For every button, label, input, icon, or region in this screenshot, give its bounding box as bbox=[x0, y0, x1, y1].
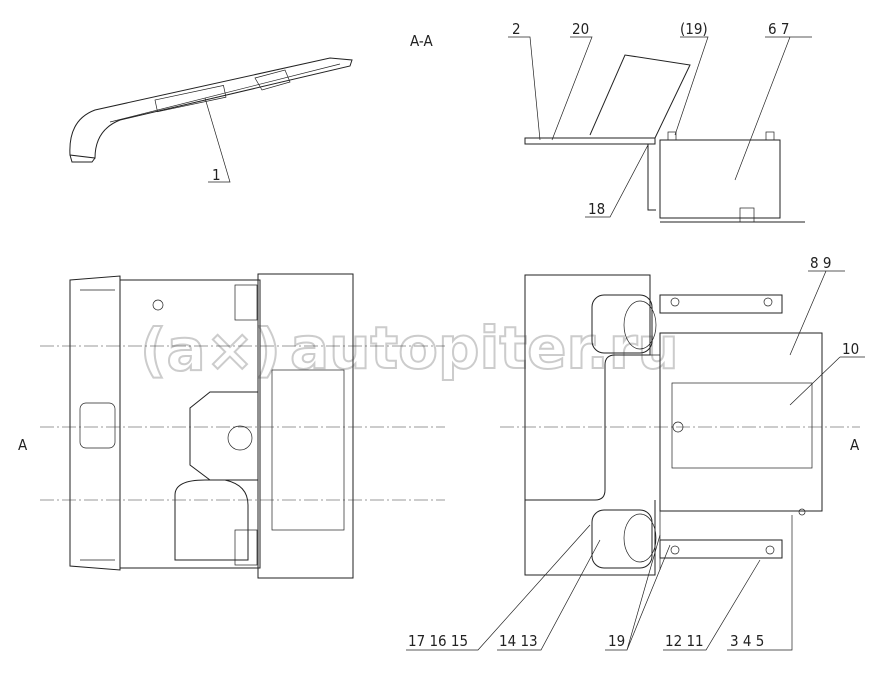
label-19: 19 bbox=[608, 632, 625, 650]
plan-view-left bbox=[69, 273, 354, 579]
watermark: (a×) autopiter.ru bbox=[139, 313, 680, 385]
leader-lines bbox=[204, 36, 865, 651]
label-3-4-5: 3 4 5 bbox=[730, 632, 764, 650]
label-10: 10 bbox=[842, 340, 859, 358]
side-view-assembly-1 bbox=[69, 57, 353, 163]
label-18: 18 bbox=[588, 200, 605, 218]
label-a-right: A bbox=[850, 436, 860, 454]
label-14-13: 14 13 bbox=[499, 632, 538, 650]
label-6-7: 6 7 bbox=[768, 20, 789, 38]
label-17-16-15: 17 16 15 bbox=[408, 632, 468, 650]
label-19-top: (19) bbox=[680, 20, 708, 38]
svg-text:autopiter.ru: autopiter.ru bbox=[290, 314, 679, 382]
center-lines bbox=[40, 345, 860, 501]
label-a-left: A bbox=[18, 436, 28, 454]
label-20: 20 bbox=[572, 20, 589, 38]
section-label: A-A bbox=[410, 32, 433, 50]
callout-labels: A-A 2 20 (19) 6 7 1 18 8 9 10 A A 17 16 … bbox=[18, 20, 860, 650]
label-1: 1 bbox=[212, 166, 221, 184]
label-8-9: 8 9 bbox=[810, 254, 831, 272]
section-view-a-a bbox=[524, 54, 805, 223]
label-2: 2 bbox=[512, 20, 521, 38]
plan-view-right bbox=[524, 274, 823, 576]
label-12-11: 12 11 bbox=[665, 632, 704, 650]
